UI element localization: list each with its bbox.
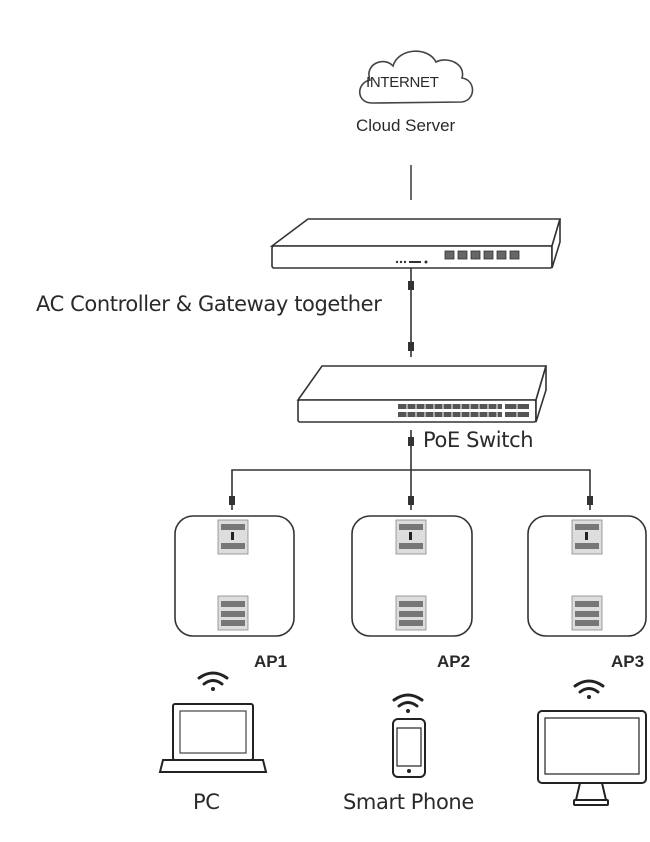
ap2-label: AP2 (437, 652, 471, 671)
laptop-icon (158, 703, 268, 773)
access-point-ap2 (351, 515, 473, 637)
cable-connectors (229, 437, 593, 505)
gateway-to-switch-cable (408, 268, 414, 357)
cloud-server-label: Cloud Server (356, 116, 456, 135)
access-point-ap3 (527, 515, 647, 637)
gateway-label: AC Controller & Gateway together (36, 292, 382, 316)
pc-label: PC (193, 790, 220, 814)
gateway-router-icon (269, 218, 562, 269)
poe-switch-label: PoE Switch (423, 428, 534, 452)
monitor-icon (537, 710, 647, 806)
wifi-icon (392, 693, 424, 713)
cloud-icon (358, 50, 474, 104)
cloud-internet-text: INTERNET (366, 74, 439, 91)
ap3-label: AP3 (611, 652, 645, 671)
access-point-ap1 (174, 515, 295, 637)
ap1-label: AP1 (254, 652, 288, 671)
smartphone-icon (392, 718, 426, 778)
wifi-icon (573, 679, 605, 699)
wifi-icon (197, 671, 229, 691)
poe-switch-icon (296, 365, 548, 423)
smart-phone-label: Smart Phone (343, 790, 474, 814)
